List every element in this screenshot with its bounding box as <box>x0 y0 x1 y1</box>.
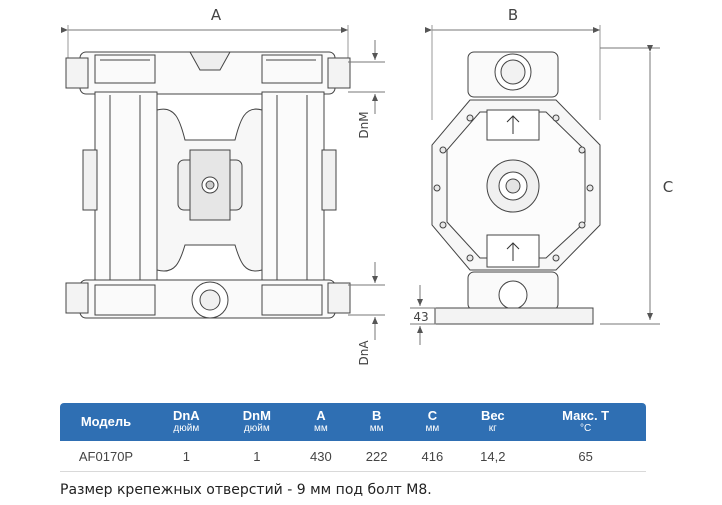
header-model: Модель <box>60 403 152 441</box>
side-view <box>425 25 601 325</box>
pump-dimension-drawing: A B C DnM DnA 43 <box>61 6 673 366</box>
dim-a-line <box>61 25 349 58</box>
front-view <box>61 25 351 319</box>
header-max-temp: Макс. T°C <box>525 403 646 441</box>
mounting-note: Размер крепежных отверстий - 9 мм под бо… <box>60 482 432 498</box>
label-b: B <box>508 6 518 24</box>
label-c: C <box>663 178 673 196</box>
cell-weight: 14,2 <box>460 441 526 472</box>
label-dnm: DnM <box>357 111 371 138</box>
cell-dna: 1 <box>152 441 221 472</box>
dim-dnm <box>348 40 385 114</box>
table-row: AF0170P 1 1 430 222 416 14,2 65 <box>60 441 646 472</box>
dim-c-line <box>600 45 660 325</box>
right-chamber <box>261 91 325 293</box>
mounting-foot <box>434 307 594 325</box>
label-a: A <box>211 6 222 24</box>
cell-dnm: 1 <box>220 441 294 472</box>
left-chamber <box>94 91 158 293</box>
dim-b-line <box>425 25 601 120</box>
label-dna: DnA <box>357 340 371 366</box>
cell-b: 222 <box>348 441 405 472</box>
cell-a: 430 <box>293 441 349 472</box>
dim-dna <box>348 262 385 340</box>
cell-model: AF0170P <box>60 441 152 472</box>
cell-c: 416 <box>404 441 461 472</box>
cell-max-temp: 65 <box>525 441 646 472</box>
dim-43 <box>410 285 436 345</box>
label-43: 43 <box>413 310 428 324</box>
